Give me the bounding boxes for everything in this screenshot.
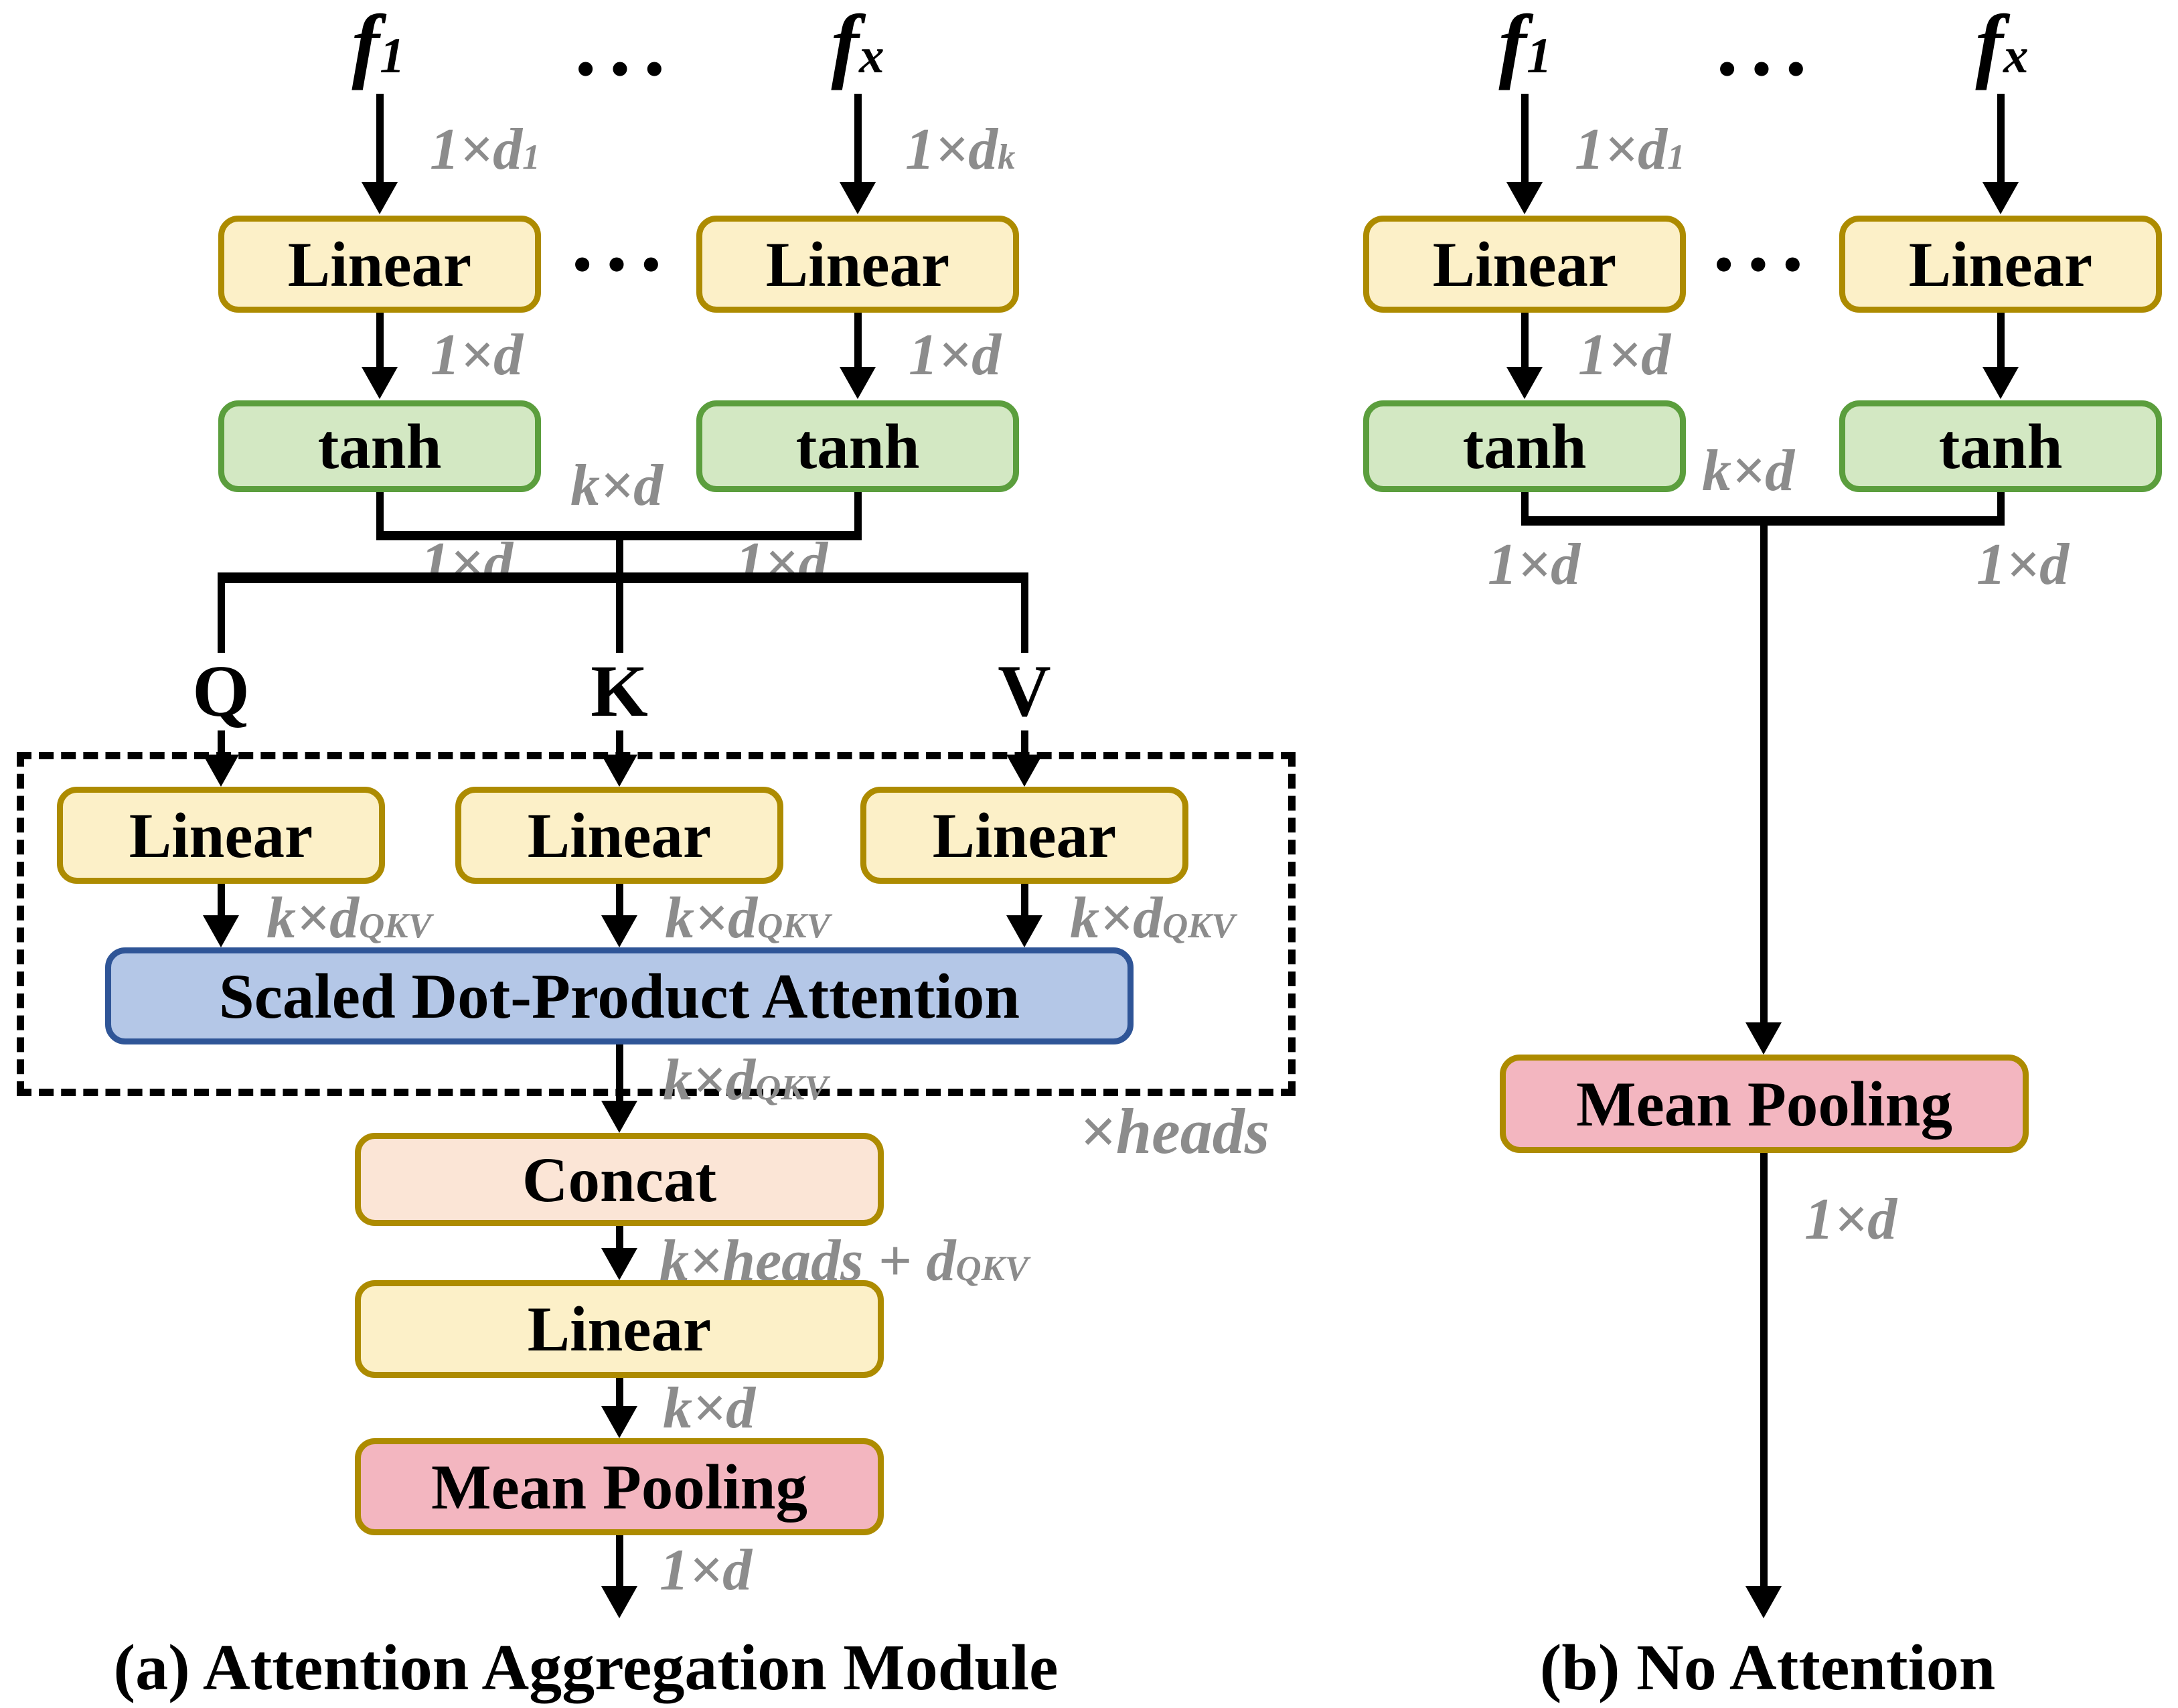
panel-a-linear-out-box: Linear — [355, 1280, 884, 1378]
arrowhead-icon — [601, 1406, 637, 1438]
arrowhead-icon — [1506, 182, 1543, 214]
panel-b-dim-l1: 1×d — [1578, 323, 1671, 388]
arrow-line — [1021, 884, 1028, 917]
arrow-line — [1521, 94, 1529, 183]
bracket-line — [1521, 492, 1529, 519]
panel-a-dim-f1: 1×d1 — [430, 117, 540, 182]
panel-b-dim-out: 1×d — [1804, 1187, 1897, 1252]
panel-b-dim-kxd: k×d — [1702, 439, 1795, 503]
panel-a-dim-q: k×dQKV — [266, 886, 432, 951]
panel-a-heads-note: ×heads — [1079, 1095, 1270, 1167]
arrowhead-icon — [601, 1586, 637, 1618]
arrow-line — [616, 1044, 623, 1103]
panel-b-linear-1-box: Linear — [1363, 216, 1686, 313]
arrow-line — [616, 884, 623, 917]
arrow-line — [1997, 313, 2005, 370]
panel-b-ellipsis-top: ··· — [1712, 21, 1816, 117]
arrowhead-icon — [362, 367, 398, 399]
panel-a-concat-box: Concat — [355, 1133, 884, 1226]
panel-a-dim-out: 1×d — [659, 1538, 753, 1603]
panel-b-mean-pooling-box: Mean Pooling — [1500, 1055, 2029, 1153]
panel-a-dim-k: k×dQKV — [665, 886, 830, 951]
arrow-line — [376, 94, 384, 183]
arrow-line — [854, 313, 862, 370]
arrowhead-icon — [840, 367, 876, 399]
arrow-line — [854, 94, 862, 183]
panel-a-linear-q-box: Linear — [57, 787, 385, 884]
panel-a-tanh-2-box: tanh — [696, 400, 1019, 492]
bracket-line — [1997, 492, 2005, 519]
panel-a-dim-merge-right: 1×d — [735, 531, 828, 596]
panel-a-dim-l1: 1×d — [431, 323, 524, 388]
panel-b-tanh-1-box: tanh — [1363, 400, 1686, 492]
arrowhead-icon — [1506, 367, 1543, 399]
panel-b-tanh-2-box: tanh — [1839, 400, 2162, 492]
arrowhead-icon — [601, 755, 637, 787]
panel-a-f1-label: f1 — [352, 0, 405, 91]
arrowhead-icon — [601, 915, 637, 947]
arrowhead-icon — [362, 182, 398, 214]
arrow-line — [1521, 313, 1529, 370]
panel-a-ellipsis-top: ··· — [570, 21, 675, 117]
arrowhead-icon — [840, 182, 876, 214]
panel-b-linear-2-box: Linear — [1839, 216, 2162, 313]
panel-b-fx-label: fx — [1975, 0, 2029, 91]
panel-a-caption: (a) Attention Aggregation Module — [113, 1632, 1059, 1704]
panel-a-dim-linear-out: k×d — [663, 1376, 756, 1441]
panel-a-tanh-1-box: tanh — [218, 400, 541, 492]
panel-a-dim-attn-out: k×dQKV — [663, 1048, 828, 1113]
arrow-line — [1760, 526, 1768, 1025]
arrow-line — [218, 884, 225, 917]
panel-a-linear-1-box: Linear — [218, 216, 541, 313]
panel-b-f1-label: f1 — [1498, 0, 1552, 91]
arrow-line — [616, 1535, 623, 1589]
panel-a-dim-l2: 1×d — [909, 323, 1002, 388]
arrowhead-icon — [601, 1248, 637, 1280]
bracket-line — [854, 492, 862, 534]
panel-a-linear-k-box: Linear — [455, 787, 783, 884]
arrowhead-icon — [1745, 1022, 1782, 1055]
panel-a-dim-fx: 1×dk — [905, 117, 1016, 182]
arrowhead-icon — [601, 1101, 637, 1133]
arrow-line — [616, 1378, 623, 1408]
panel-a-k-label: K — [566, 652, 673, 730]
panel-a-linear-2-box: Linear — [696, 216, 1019, 313]
panel-a-q-label: Q — [167, 652, 275, 730]
arrowhead-icon — [1982, 367, 2019, 399]
panel-a-dim-merge-left: 1×d — [420, 531, 514, 596]
arrow-line — [1760, 1153, 1768, 1589]
panel-b-caption: (b) No Attention — [1539, 1632, 1996, 1704]
arrowhead-icon — [203, 755, 239, 787]
panel-a-attention-box: Scaled Dot-Product Attention — [105, 947, 1134, 1044]
panel-a-mean-pooling-box: Mean Pooling — [355, 1438, 884, 1535]
panel-b-dim-merge-right: 1×d — [1976, 532, 2070, 597]
bracket-bar — [1521, 516, 2005, 526]
arrow-line — [376, 313, 384, 370]
multihead-dashed-box — [17, 752, 1296, 1096]
arrowhead-icon — [1982, 182, 2019, 214]
arrowhead-icon — [1006, 755, 1042, 787]
panel-a-dim-kxd-merge: k×d — [570, 453, 664, 518]
panel-a-dim-v: k×dQKV — [1070, 886, 1235, 951]
panel-a-linear-v-box: Linear — [860, 787, 1188, 884]
panel-a-fx-label: fx — [831, 0, 884, 91]
arrow-line — [1997, 94, 2005, 183]
arrowhead-icon — [203, 915, 239, 947]
panel-a-dim-concat-out: k×heads + dQKV — [659, 1229, 1029, 1294]
arrowhead-icon — [1006, 915, 1042, 947]
bracket-line — [376, 492, 384, 534]
panel-b-ellipsis-mid: ··· — [1709, 216, 1813, 313]
panel-b-dim-f1: 1×d1 — [1575, 117, 1685, 182]
panel-a-ellipsis-mid: ··· — [567, 216, 672, 313]
panel-b-dim-merge-left: 1×d — [1488, 532, 1581, 597]
panel-a-v-label: V — [971, 652, 1078, 730]
arrowhead-icon — [1745, 1586, 1782, 1618]
distribution-bar — [218, 572, 1028, 583]
bracket-stem — [616, 540, 623, 574]
bracket-bar — [376, 531, 862, 540]
arrow-line — [616, 1226, 623, 1251]
